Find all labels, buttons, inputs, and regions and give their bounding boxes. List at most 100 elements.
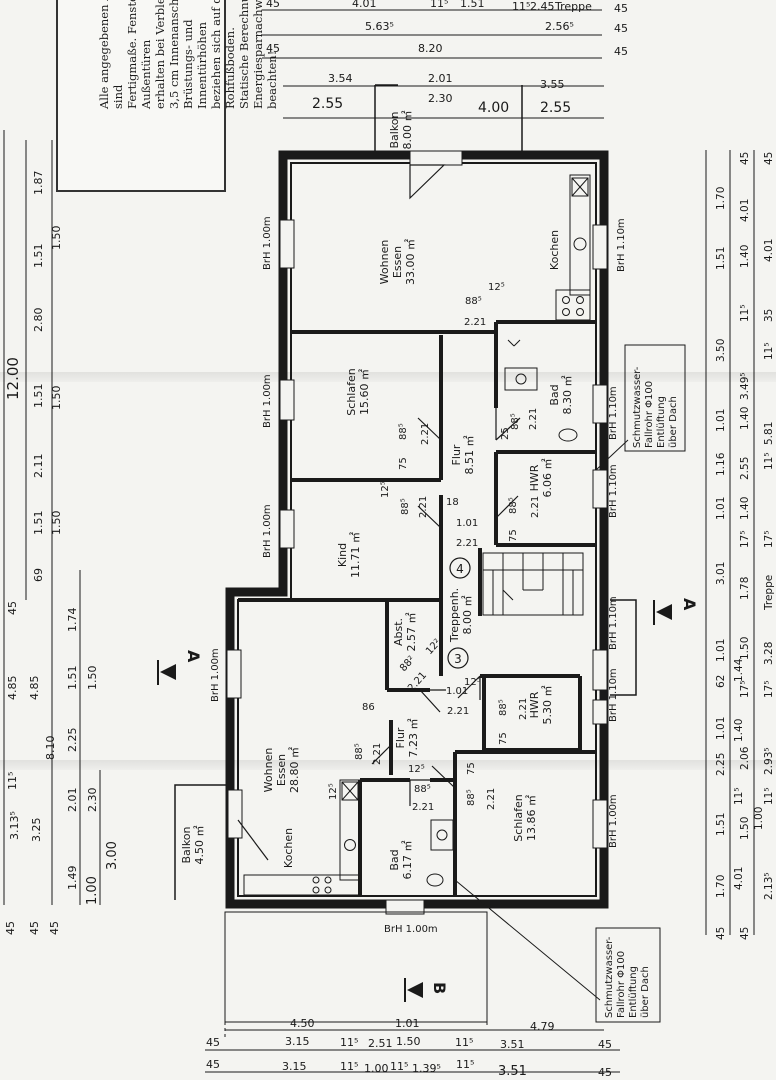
dim-label: 45 [763, 152, 775, 165]
room-treppenhaus: Treppenh. 8.00 ㎡ [448, 588, 474, 643]
dim-label: 88⁵ [508, 497, 519, 514]
brh-label: BrH 1.10m [608, 386, 619, 440]
dim-label: 11⁵ [733, 787, 745, 805]
dim-label: 1.01 [395, 1017, 420, 1030]
room-balkon-lower: Balkon 4.50 ㎡ [180, 826, 206, 865]
dim-label: 1.00 [364, 1062, 389, 1075]
room-name: Schlafen [512, 794, 525, 841]
room-name: Balkon [180, 826, 193, 863]
dim-label: 88⁵ [465, 296, 482, 307]
room-name: Wohnen [262, 748, 275, 793]
room-area: 8.51 ㎡ [463, 436, 476, 475]
brh-label: BrH 1.10m [608, 464, 619, 518]
top-dimension-lines [262, 9, 604, 119]
windows [226, 150, 608, 915]
brh-label: BrH 1.10m [608, 596, 619, 650]
dim-label: 4.50 [290, 1017, 315, 1030]
bottom-dimension-text: 4.50 1.01 4.79 45 3.15 11⁵ 2.51 1.50 11⁵… [206, 1017, 612, 1079]
room-abstellraum: Abst. 2.57 ㎡ [392, 613, 418, 652]
dim-label: 11⁵ [456, 1058, 474, 1071]
dim-label: 88⁵ [498, 699, 509, 716]
dim-label: 11⁵ [739, 304, 751, 322]
dim-label: 88² [398, 654, 417, 674]
dim-label: 45 [28, 921, 41, 935]
dim-label: 1.39⁵ [412, 1062, 441, 1075]
annotation-line: über Dach [640, 966, 651, 1018]
dim-label: 2.80 [32, 308, 45, 333]
room-area: 28.80 ㎡ [288, 747, 301, 793]
dim-label: 1.01 [446, 686, 468, 697]
room-name: Balkon [388, 111, 401, 148]
dim-label: 45 [739, 152, 751, 165]
dim-label: 2.51 [368, 1037, 393, 1050]
brh-label: BrH 1.00m [262, 216, 273, 270]
room-area: 7.23 ㎡ [407, 719, 420, 758]
room-kochen-lower: Kochen [282, 828, 295, 868]
dim-label: 1.78 [739, 577, 751, 600]
dim-label: 3.01 [715, 562, 727, 585]
room-wohnen-upper: Wohnen Essen 33.00 ㎡ [378, 239, 417, 285]
dim-label: 11⁵ [455, 1036, 473, 1049]
dim-label: 1.01 [715, 717, 727, 740]
right-dimension-text: 45 45 1.70 4.01 1.51 1.40 4.01 11⁵ 35 3.… [715, 152, 775, 940]
dim-label: 88⁵ [400, 498, 411, 515]
dim-label: 2.21 [418, 496, 429, 518]
dim-label: 1.51 [66, 666, 79, 691]
room-name: Treppenh. [448, 588, 461, 643]
room-name: HWR [528, 691, 541, 718]
dim-label: 45 [6, 601, 19, 615]
dim-label: 69 [32, 568, 45, 582]
room-name: Abst. [392, 618, 405, 646]
dim-label: 1.44 [733, 658, 745, 682]
room-area: 8.30 ㎡ [561, 376, 574, 415]
dim-label: 1.40 [739, 497, 751, 520]
dim-label: 12⁵ [408, 764, 425, 775]
brh-label: BrH 1.00m [384, 924, 438, 935]
dim-label: 3.51 [498, 1064, 527, 1079]
dim-label: 1.87 [32, 171, 45, 196]
sill-height-labels: BrH 1.00m BrH 1.00m BrH 1.00m BrH 1.00m … [210, 216, 627, 935]
dim-label: 88⁵ [354, 743, 365, 760]
dim-label: 11⁵ [763, 787, 775, 805]
dim-label: Treppe [763, 575, 775, 611]
dim-label: 12⁵ [380, 481, 391, 498]
room-flur-lower: Flur 7.23 ㎡ [394, 719, 420, 758]
dim-label: 2.45 [530, 0, 555, 13]
dim-label: 3.50 [715, 339, 727, 362]
dim-label: 2.21 [447, 706, 469, 717]
dim-label: 11⁵ [763, 342, 775, 360]
brh-label: BrH 1.10m [608, 668, 619, 722]
dim-label: 1.74 [66, 608, 79, 633]
dim-label: 75 [498, 732, 509, 745]
unit-number: 4 [456, 562, 464, 576]
dim-label: 2.13⁵ [763, 872, 775, 900]
dim-label: 1.40 [739, 407, 751, 430]
room-name: Essen [391, 246, 404, 278]
room-area: 11.71 ㎡ [349, 532, 362, 578]
room-name: HWR [528, 464, 541, 491]
dim-label: 12⁵ [464, 677, 481, 688]
dim-label: 5.63⁵ [365, 20, 394, 33]
dim-label: 11⁵ [390, 1060, 408, 1073]
section-marker-left: A [157, 650, 203, 685]
dim-label: 45 [598, 1038, 612, 1051]
dim-label: 3.00 [105, 841, 120, 870]
dim-label: 2.25 [66, 728, 79, 753]
dim-label: 2.55 [540, 100, 571, 116]
room-area: 6.17 ㎡ [401, 841, 414, 880]
dim-label: 11⁵ [512, 0, 530, 13]
terrace [224, 911, 488, 1040]
dim-label: 1.00 [85, 876, 100, 905]
dim-label: 12.00 [4, 357, 22, 400]
dim-label: 1.51 [715, 813, 727, 836]
kitchen-lower [243, 779, 361, 896]
interior-walls [238, 320, 596, 896]
dim-label: 2.55 [739, 457, 751, 480]
left-dimension-text: 12.00 1.87 1.51 1.50 2.80 1.51 1.50 2.11… [4, 171, 120, 936]
dim-label: 1.01 [715, 409, 727, 432]
dim-label: 2.11 [32, 454, 45, 479]
dim-label: 1.50 [50, 386, 63, 411]
balconies [174, 84, 637, 900]
dim-label: 1.16 [715, 452, 727, 476]
dim-label: 2.01 [66, 788, 79, 813]
